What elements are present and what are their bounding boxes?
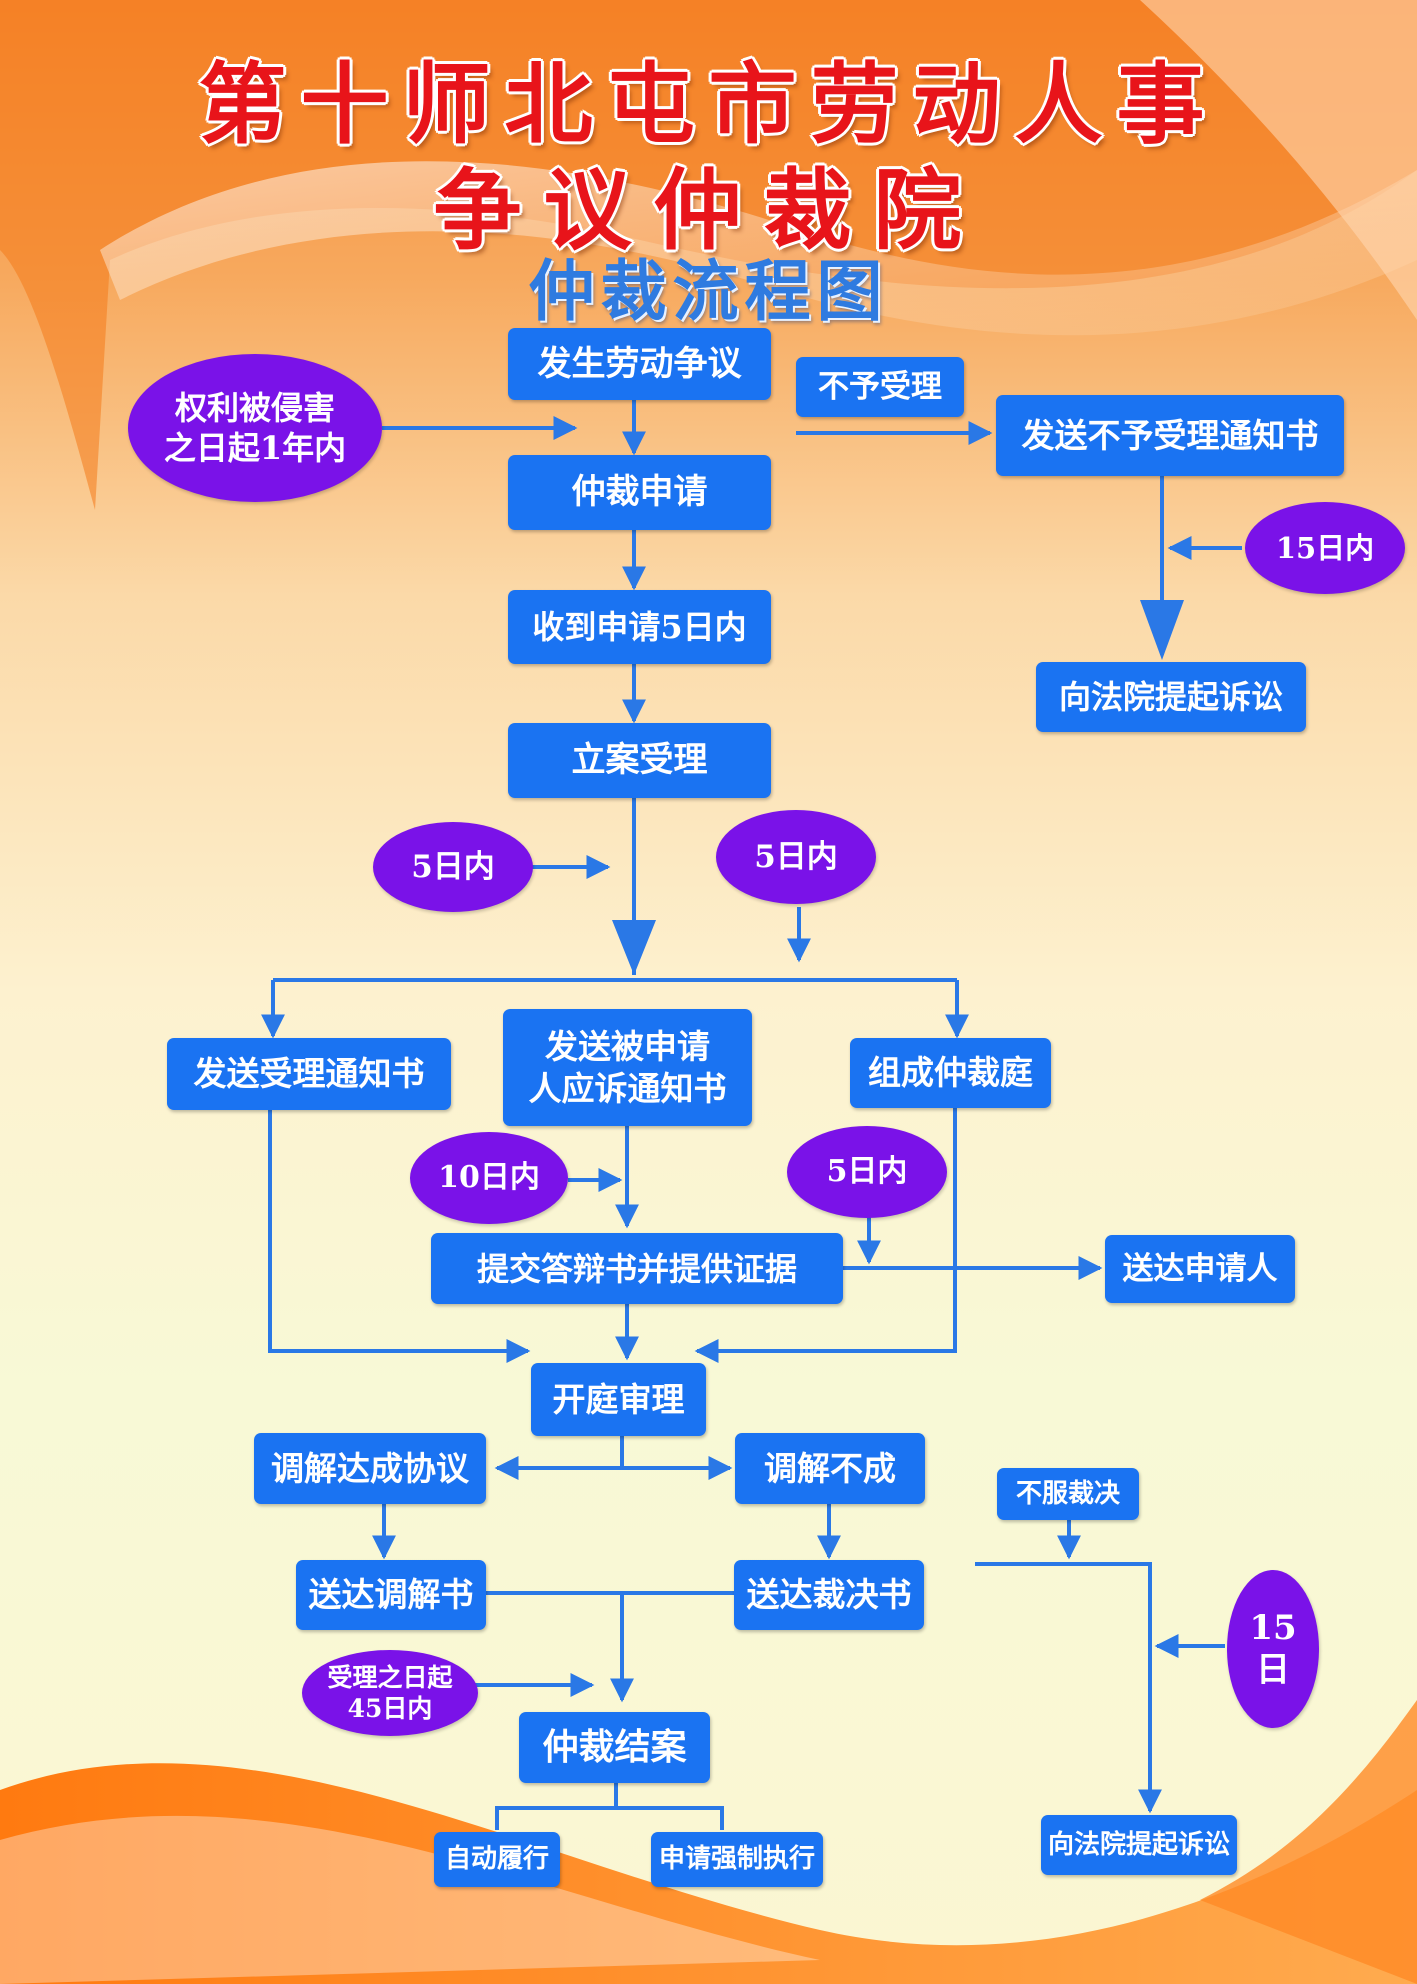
page-title-line2: 争议仲裁院	[433, 159, 984, 262]
page-subtitle: 仲裁流程图	[528, 252, 889, 330]
line-tribunal-to-hearing	[694, 1108, 957, 1363]
node-deliver-applicant: 送达申请人	[1105, 1235, 1295, 1303]
node-send-rejection-notice: 发送不予受理通知书	[996, 395, 1344, 476]
node-not-accepted: 不予受理	[796, 357, 964, 417]
node-submit-defense: 提交答辩书并提供证据	[431, 1233, 843, 1304]
node-dispute: 发生劳动争议	[508, 328, 771, 400]
node-send-respondent-notice: 发送被申请 人应诉通知书	[503, 1009, 752, 1126]
oval-5-days-right: 5日内	[716, 810, 876, 904]
node-sue-court-top: 向法院提起诉讼	[1036, 662, 1306, 732]
line-award-to-court-bottom	[975, 1562, 1162, 1814]
oval-15-days-top: 15日内	[1245, 502, 1405, 594]
close-split-bar	[495, 1806, 724, 1830]
line-accept-notice-to-hearing	[268, 1110, 531, 1363]
oval-45-days: 受理之日起 45日内	[302, 1650, 478, 1736]
node-auto-perform: 自动履行	[434, 1832, 560, 1887]
big-arrowhead-court-top	[1140, 600, 1184, 660]
node-deliver-mediation: 送达调解书	[296, 1560, 486, 1630]
node-mediation-agreement: 调解达成协议	[254, 1433, 486, 1504]
node-sue-court-bottom: 向法院提起诉讼	[1041, 1815, 1237, 1875]
oval-15-days-bottom: 15 日	[1227, 1570, 1319, 1728]
node-close-case: 仲裁结案	[519, 1712, 710, 1783]
node-form-tribunal: 组成仲裁庭	[850, 1038, 1051, 1108]
node-deliver-award: 送达裁决书	[734, 1560, 924, 1630]
node-mediation-failed: 调解不成	[735, 1433, 925, 1504]
node-apply-enforcement: 申请强制执行	[651, 1832, 823, 1887]
node-apply: 仲裁申请	[508, 455, 771, 530]
oval-5-days-lower: 5日内	[787, 1126, 947, 1218]
oval-10-days: 10日内	[410, 1132, 568, 1224]
big-arrowhead-spine	[612, 920, 656, 975]
oval-5-days-left: 5日内	[373, 822, 533, 912]
oval-rights-infringed: 权利被侵害 之日起1年内	[128, 354, 382, 502]
node-send-accept-notice: 发送受理通知书	[167, 1038, 451, 1110]
page-title: 第十师北屯市劳动人事	[198, 53, 1219, 156]
node-received-5-days: 收到申请5日内	[508, 590, 771, 664]
node-hearing: 开庭审理	[531, 1363, 706, 1436]
node-file-accept: 立案受理	[508, 723, 771, 798]
node-not-accept-award: 不服裁决	[997, 1468, 1139, 1520]
